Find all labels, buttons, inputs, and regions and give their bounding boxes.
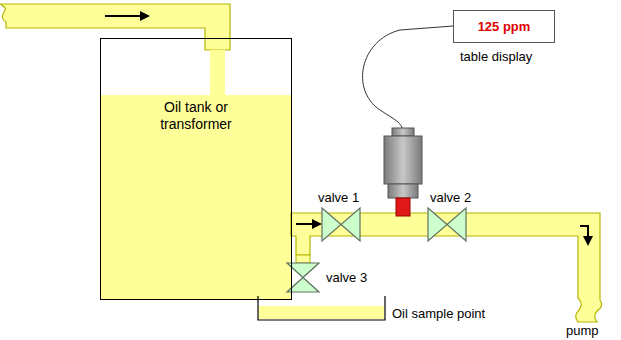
sensor-probe (396, 198, 410, 216)
valve-symbol (428, 208, 466, 241)
part-label: valve 3 (326, 270, 367, 285)
sensor-body (384, 136, 422, 184)
inlet-pipe (0, 4, 230, 50)
sensor-base (388, 184, 418, 198)
part-label: valve 2 (430, 190, 471, 205)
node-text: 125 ppm (478, 19, 531, 34)
part-label: valve 1 (318, 190, 359, 205)
flow-arrow (296, 223, 312, 225)
outlet-pipe (291, 213, 602, 322)
sample-oil (259, 306, 384, 319)
oil-stream (210, 50, 225, 96)
sensor-cable (400, 26, 453, 30)
flow-arrowhead (583, 236, 593, 246)
flow-arrowhead (312, 219, 322, 229)
part-label: pump (566, 323, 599, 338)
branch-pipe (296, 255, 310, 263)
flow-arrowhead (140, 11, 150, 21)
oil-fill (101, 95, 291, 300)
node-text: Oil tank or transformer (101, 99, 291, 133)
display-box: 125 ppmtable display (453, 10, 555, 43)
tank-box: Oil tank or transformer (100, 38, 292, 300)
sensor-cable (363, 30, 403, 132)
part-label: Oil sample point (392, 306, 485, 321)
valve-symbol (322, 208, 360, 241)
sensor-cap (392, 128, 414, 136)
node-caption: table display (460, 49, 532, 64)
flow-arrow (105, 15, 140, 17)
